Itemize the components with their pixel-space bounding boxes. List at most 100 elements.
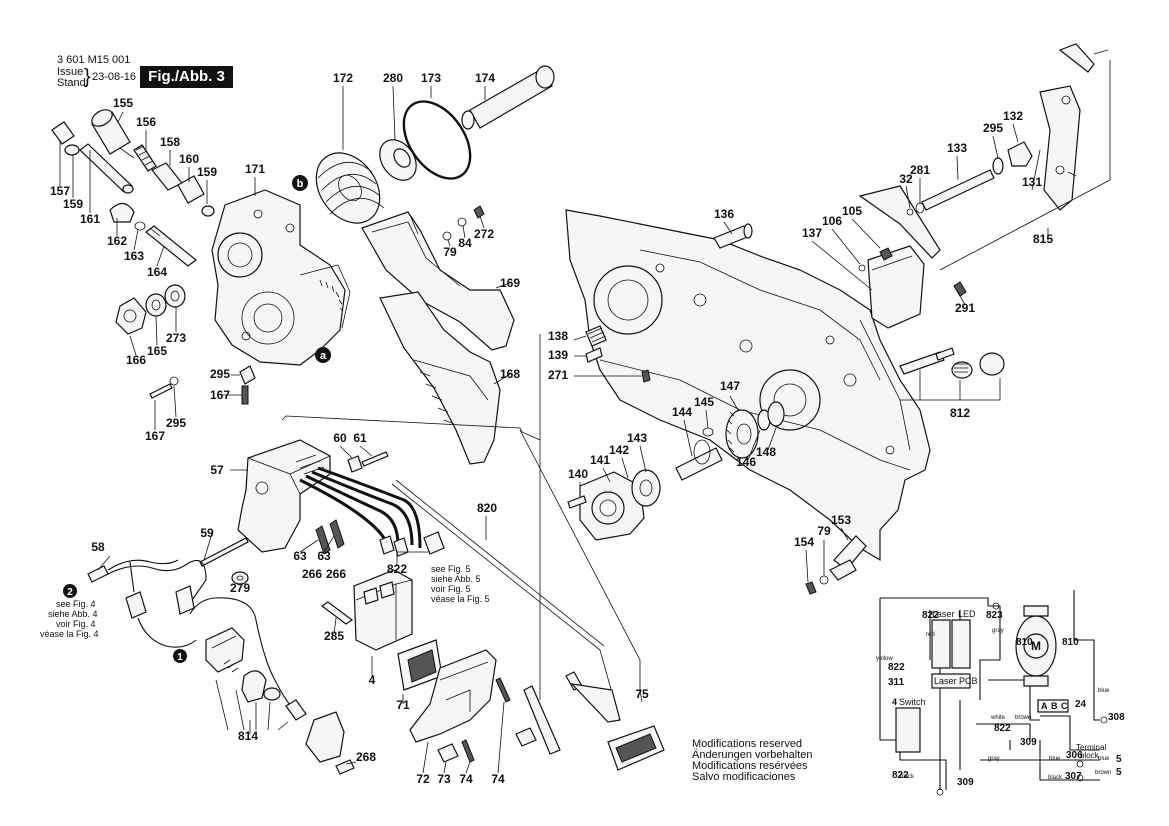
- issue-brace: }: [84, 66, 91, 88]
- part-label-146: 146: [736, 455, 756, 469]
- bearing-280: [379, 139, 417, 181]
- part-label-72: 72: [416, 772, 430, 786]
- small-parts-79-84-272: [442, 205, 485, 247]
- gearbox-housing: [565, 209, 931, 562]
- note-de: Änderungen vorbehalten: [692, 749, 813, 761]
- doc-number: 3 601 M15 001: [57, 54, 131, 66]
- wire-color-brown: brown: [1095, 770, 1111, 776]
- part-label-131: 131: [1022, 175, 1042, 189]
- wiring-label-308: 308: [1108, 712, 1125, 723]
- part-label-273: 273: [166, 331, 186, 345]
- part-label-71: 71: [396, 698, 410, 712]
- part-label-279: 279: [230, 581, 250, 595]
- part-label-140: 140: [568, 467, 588, 481]
- part-label-159: 159: [63, 197, 83, 211]
- part-label-174: 174: [475, 71, 495, 85]
- wiring-label-309: 309: [957, 777, 974, 788]
- part-label-172: 172: [333, 71, 353, 85]
- parts-153-154: [805, 527, 867, 595]
- switch-4: [353, 569, 413, 676]
- part-label-141: 141: [590, 453, 610, 467]
- wiring-label-311: 311: [888, 677, 905, 688]
- part-label-139: 139: [548, 348, 568, 362]
- part-label-142: 142: [609, 443, 629, 457]
- wire-color-red: red: [926, 632, 935, 638]
- part-label-295: 295: [983, 121, 1003, 135]
- issue-date: 23-08-16: [92, 71, 137, 83]
- bolt-155-assembly: [91, 109, 215, 217]
- part-label-281: 281: [910, 163, 930, 177]
- note-en: Modifications reserved: [692, 738, 803, 750]
- ref-fig5-es: véase la Fig. 5: [431, 594, 490, 604]
- part-label-79: 79: [443, 245, 457, 259]
- handle-cover-72: [409, 649, 511, 774]
- part-label-158: 158: [160, 135, 180, 149]
- part-label-167: 167: [210, 388, 230, 402]
- part-label-145: 145: [694, 395, 714, 409]
- ref-fig4: see Fig. 4 siehe Abb. 4 voir Fig. 4 véas…: [40, 599, 99, 639]
- part-label-268: 268: [356, 750, 376, 764]
- wire-color-black: black: [1048, 775, 1063, 781]
- motor-label: M: [1031, 639, 1041, 653]
- gear-assembly: [567, 395, 785, 541]
- wire-color-black: black: [900, 774, 915, 780]
- part-label-4: 4: [369, 673, 376, 687]
- part-label-137: 137: [802, 226, 822, 240]
- part-label-155: 155: [113, 96, 133, 110]
- spring-138-screw-139: [573, 325, 651, 383]
- part-label-162: 162: [107, 234, 127, 248]
- part-label-61: 61: [353, 431, 367, 445]
- pcb-71: [397, 639, 443, 704]
- blade-guard-168: [379, 291, 501, 465]
- wiring-label-24: 24: [1075, 699, 1087, 710]
- laser-label: Laser: [932, 609, 955, 619]
- part-label-812: 812: [950, 406, 970, 420]
- wiring-label-822: 822: [892, 770, 909, 781]
- wiring-diagram: M Laser LED Laser PCB 4 Switch A B C Ter…: [879, 590, 1108, 796]
- ref-fig4-fr: voir Fig. 4: [56, 619, 96, 629]
- terminal-block-1: Terminal: [1076, 743, 1106, 752]
- cable-58: [87, 559, 297, 713]
- part-label-285: 285: [324, 629, 344, 643]
- wire-color-gray: gray: [988, 756, 1000, 762]
- part-label-272: 272: [474, 227, 494, 241]
- part-label-60: 60: [333, 431, 347, 445]
- ref-fig5: see Fig. 5 siehe Abb. 5 voir Fig. 5 véas…: [431, 564, 490, 604]
- part-label-271: 271: [548, 368, 568, 382]
- figure-label: Fig./Abb. 3: [140, 66, 233, 88]
- switch-box-57: [237, 439, 331, 553]
- screws-167-295: [149, 365, 256, 405]
- parts-105-106-137: [811, 218, 967, 329]
- part-label-143: 143: [627, 431, 647, 445]
- part-label-75: 75: [635, 687, 649, 701]
- callout-a-text: a: [320, 350, 327, 362]
- led-label: LED: [958, 609, 976, 619]
- wire-color-white: white: [990, 715, 1006, 721]
- terminal-c: C: [1061, 701, 1068, 711]
- callout-2: 2: [63, 584, 77, 598]
- part-label-57: 57: [210, 463, 224, 477]
- part-label-295: 295: [166, 416, 186, 430]
- wire-color-yellow: yellow: [876, 656, 893, 662]
- cap-157-and-pin-161: [51, 121, 134, 194]
- wire-color-gray: gray: [992, 628, 1004, 634]
- rod-59-and-279: [199, 537, 249, 585]
- bracket-815: [858, 43, 1111, 271]
- part-label-138: 138: [548, 329, 568, 343]
- cable-assembly-814: [205, 627, 357, 775]
- part-label-133: 133: [947, 141, 967, 155]
- part-label-815: 815: [1033, 232, 1053, 246]
- part-label-168: 168: [500, 367, 520, 381]
- part-label-161: 161: [80, 212, 100, 226]
- wiring-label-5: 5: [1116, 767, 1122, 778]
- part-label-820: 820: [477, 501, 497, 515]
- part-label-291: 291: [955, 301, 975, 315]
- part-label-156: 156: [136, 115, 156, 129]
- terminal-b: B: [1051, 701, 1058, 711]
- shaft-136: [713, 221, 753, 249]
- part-label-132: 132: [1003, 109, 1023, 123]
- modifications-note: Modifications reserved Änderungen vorbeh…: [692, 739, 812, 783]
